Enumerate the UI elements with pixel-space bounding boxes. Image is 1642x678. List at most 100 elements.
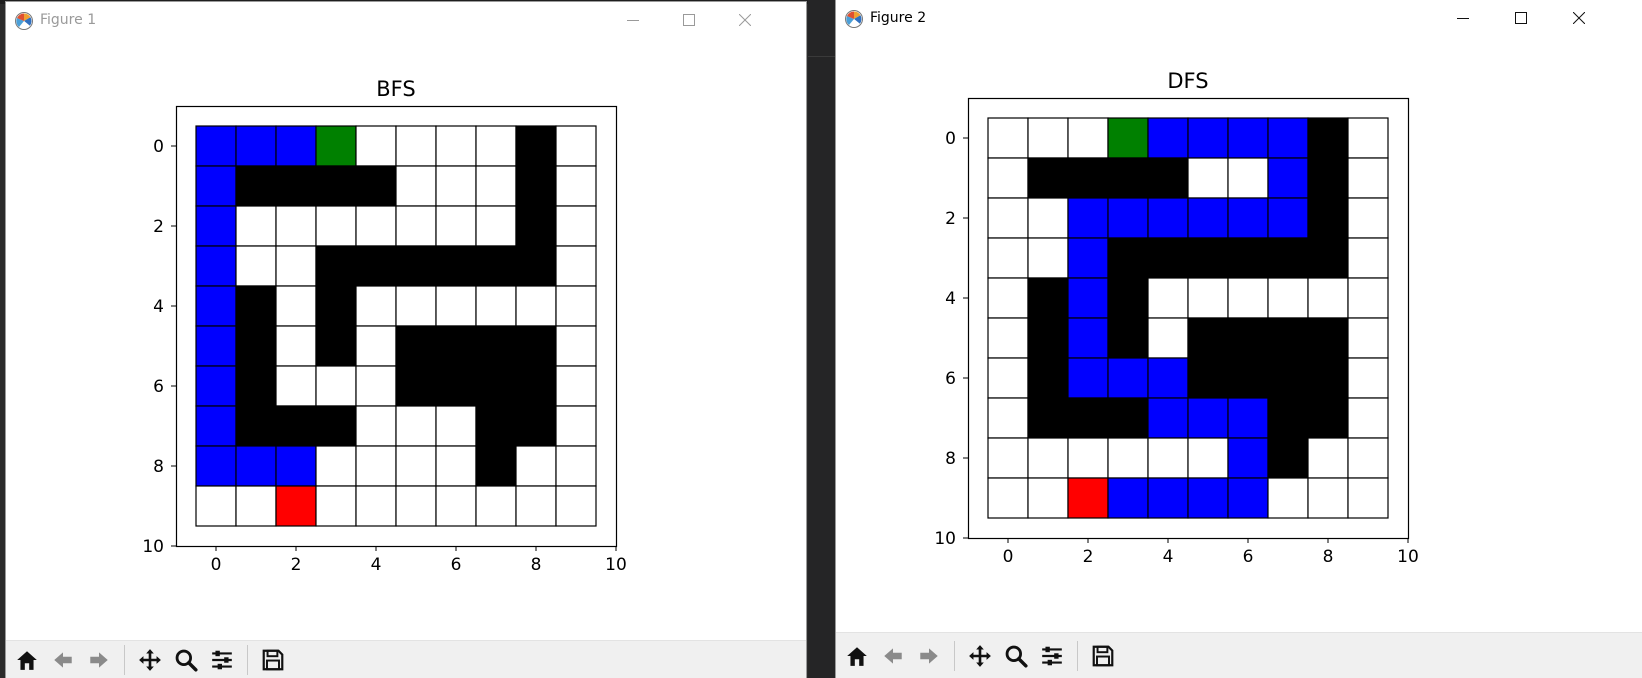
home-button[interactable] [840,639,874,673]
configure-subplots-button[interactable] [1035,639,1069,673]
close-icon [739,14,751,26]
cell-open [1187,157,1229,199]
cell-path [1227,477,1269,519]
axes-frame [967,97,1410,540]
cell-wall [1307,317,1349,359]
save-icon [1092,645,1114,666]
save-button[interactable] [1086,639,1120,673]
title-bar[interactable]: Figure 2 [836,0,1642,36]
forward-button[interactable] [82,643,116,677]
minimize-button[interactable] [1440,0,1486,36]
cell-path [235,445,277,487]
cell-wall [1027,157,1069,199]
minimize-button[interactable] [610,2,656,38]
cell-open [1347,357,1389,399]
cell-path [275,125,317,167]
cell-open [1027,437,1069,479]
cell-open [275,325,317,367]
cell-open [987,237,1029,279]
cell-open [275,205,317,247]
cell-wall [235,405,277,447]
configure-subplots-button[interactable] [205,643,239,677]
cell-open [555,285,597,327]
home-icon [847,646,867,666]
cell-wall [1267,397,1309,439]
back-button[interactable] [46,643,80,677]
cell-open [395,485,437,527]
cell-open [987,277,1029,319]
back-button[interactable] [876,639,910,673]
cell-goal [1067,477,1109,519]
x-tick-label: 2 [1083,547,1094,567]
maximize-button[interactable] [666,2,712,38]
cell-open [235,245,277,287]
forward-button[interactable] [912,639,946,673]
cell-open [555,485,597,527]
zoom-button[interactable] [999,639,1033,673]
pan-button[interactable] [133,643,167,677]
cell-wall [1307,357,1349,399]
x-tick-label: 8 [1323,547,1334,567]
cell-open [1347,197,1389,239]
cell-open [235,205,277,247]
home-button[interactable] [10,643,44,677]
y-tick-label: 2 [945,209,956,229]
toolbar-separator [247,644,248,675]
cell-wall [1027,397,1069,439]
cell-wall [235,365,277,407]
cell-open [435,485,477,527]
cell-wall [515,205,557,247]
cell-open [275,285,317,327]
cell-wall [315,245,357,287]
y-tick-label: 8 [945,449,956,469]
navigation-toolbar [836,632,1642,678]
cell-wall [1227,357,1269,399]
cell-open [435,125,477,167]
cell-open [195,485,237,527]
cell-wall [475,325,517,367]
cell-open [987,397,1029,439]
cell-open [1187,437,1229,479]
configure-subplots-icon [212,650,232,669]
cell-start [1107,117,1149,159]
cell-wall [515,125,557,167]
title-bar[interactable]: Figure 1 [6,2,806,38]
cell-path [1227,437,1269,479]
cell-wall [1307,157,1349,199]
cell-wall [1307,117,1349,159]
cell-open [1107,437,1149,479]
cell-open [1027,117,1069,159]
cell-open [1347,157,1389,199]
x-tick-label: 6 [1243,547,1254,567]
cell-open [235,485,277,527]
cell-wall [235,325,277,367]
cell-wall [1267,317,1309,359]
cell-wall [275,165,317,207]
cell-path [1067,277,1109,319]
maximize-button[interactable] [1498,0,1544,36]
cell-wall [1107,317,1149,359]
zoom-button[interactable] [169,643,203,677]
cell-wall [275,405,317,447]
cell-open [475,125,517,167]
cell-wall [1307,397,1349,439]
cell-open [1147,437,1189,479]
cell-path [1187,397,1229,439]
cell-wall [1307,197,1349,239]
cell-path [1107,477,1149,519]
cell-open [315,445,357,487]
cell-open [315,485,357,527]
toolbar-separator [124,644,125,675]
cell-open [555,125,597,167]
cell-path [1187,117,1229,159]
close-button[interactable] [722,2,768,38]
cell-open [555,365,597,407]
save-button[interactable] [256,643,290,677]
cell-path [1267,197,1309,239]
close-button[interactable] [1556,0,1602,36]
pan-button[interactable] [963,639,997,673]
